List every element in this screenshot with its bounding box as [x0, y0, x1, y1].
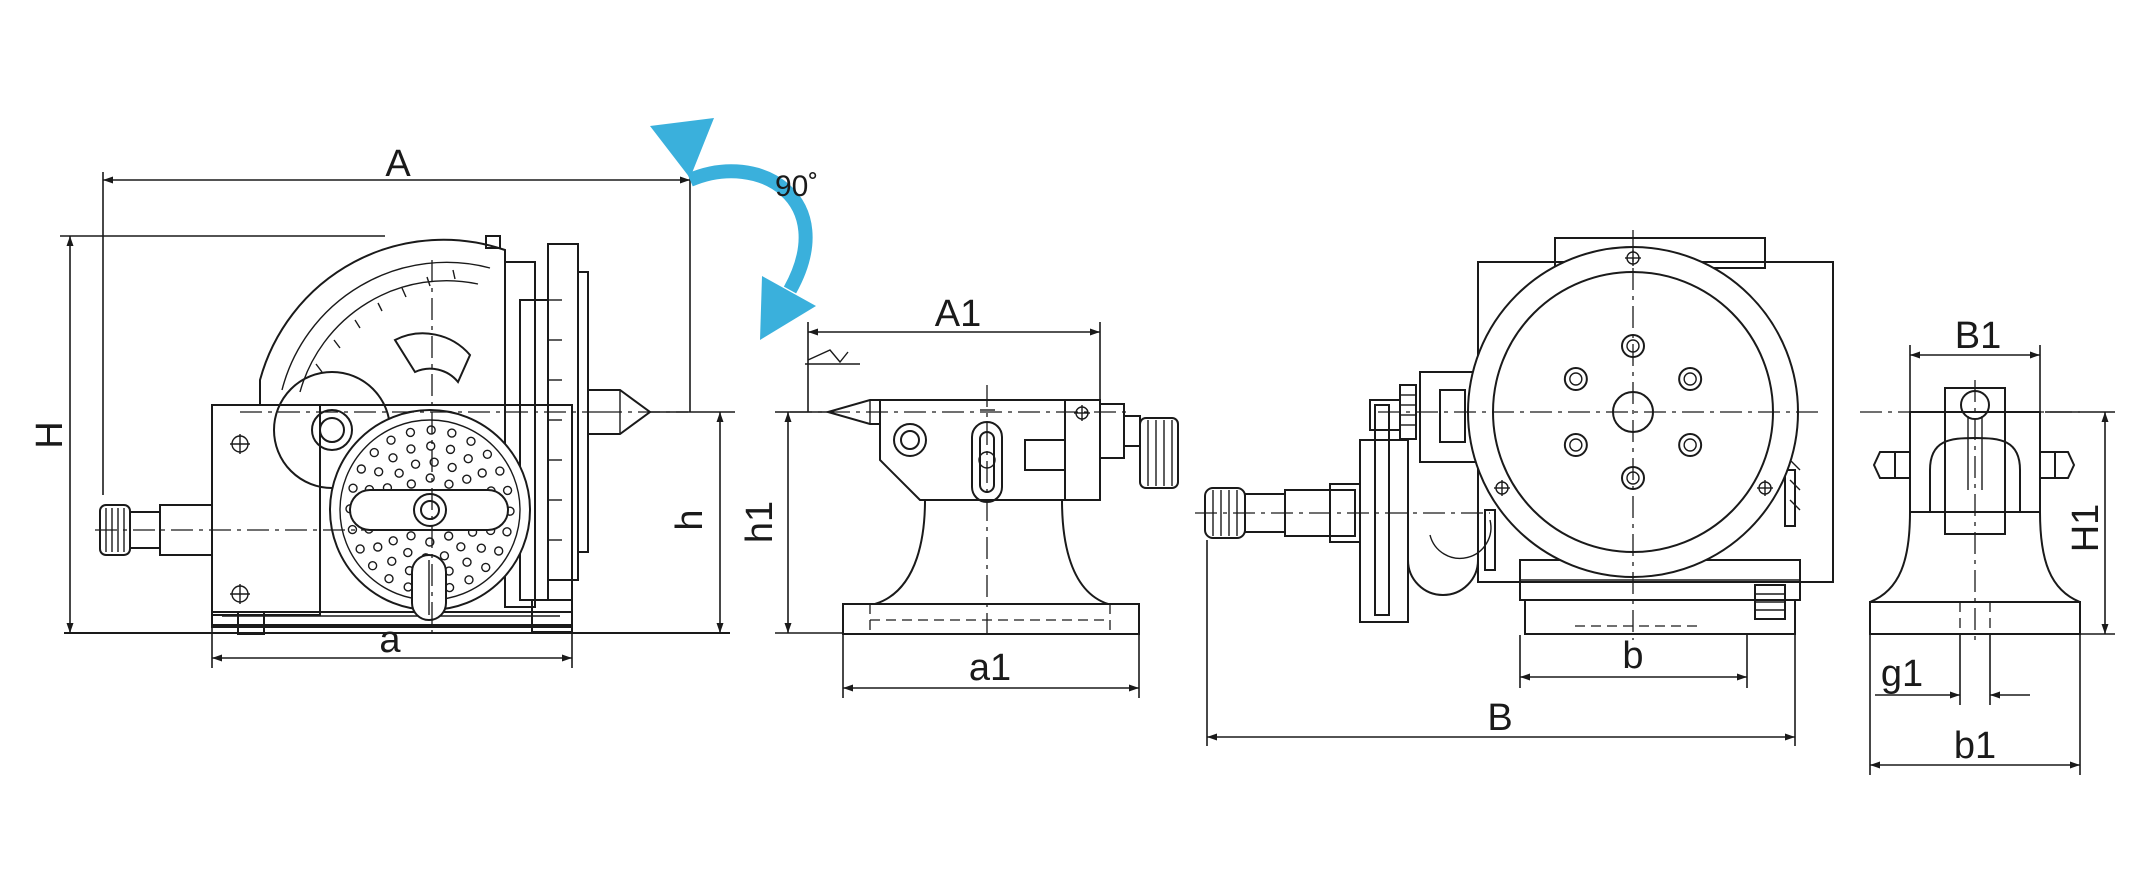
index-hole	[403, 547, 413, 558]
index-hole	[445, 444, 456, 455]
index-hole	[355, 544, 365, 554]
index-hole	[495, 466, 505, 476]
index-hole	[481, 562, 491, 573]
index-hole	[425, 537, 435, 547]
tailstock-side-view	[790, 349, 1179, 640]
tailstock-end-view	[1860, 380, 2081, 640]
index-hole	[410, 459, 421, 469]
face-plate-hole-inner	[1683, 438, 1697, 452]
rotation-arrow-90	[650, 118, 816, 340]
graduated-plate	[548, 299, 562, 541]
index-hole	[373, 467, 384, 477]
label-A1: A1	[935, 293, 981, 335]
index-hole	[406, 444, 416, 454]
index-hole	[443, 531, 454, 541]
index-hole	[482, 449, 493, 459]
index-hole	[348, 483, 358, 493]
dims-view4	[1869, 345, 2115, 775]
dims-view3	[1206, 540, 1796, 746]
face-plate-hole-inner	[1569, 372, 1583, 386]
index-hole	[477, 468, 487, 478]
dividing-head-end-view	[1195, 230, 1834, 640]
dividing-head-front-view	[64, 235, 730, 640]
index-hole	[447, 428, 457, 438]
index-hole	[425, 473, 435, 483]
index-hole	[429, 457, 439, 467]
label-B1: B1	[1955, 315, 2001, 357]
index-hole	[476, 543, 487, 553]
index-hole	[426, 441, 436, 451]
label-H: H	[29, 421, 71, 448]
index-hole	[394, 468, 404, 478]
label-a1: a1	[969, 647, 1011, 689]
face-plate-hole	[1563, 367, 1588, 391]
index-hole	[439, 551, 450, 561]
index-hole	[464, 575, 474, 585]
label-h: h	[669, 509, 711, 530]
label-B: B	[1487, 697, 1512, 739]
index-hole	[387, 556, 397, 567]
label-H1: H1	[2065, 504, 2107, 553]
face-plate-hole-inner	[1569, 438, 1583, 452]
index-hole	[369, 447, 379, 458]
label-A: A	[385, 143, 411, 185]
label-angle: 90˚	[775, 170, 818, 203]
index-hole	[462, 557, 472, 567]
index-hole	[388, 453, 398, 463]
index-hole	[347, 524, 358, 535]
index-hole	[386, 435, 396, 445]
index-hole	[406, 479, 417, 489]
index-hole	[462, 474, 472, 484]
face-plate-hole	[1678, 433, 1703, 457]
index-hole	[444, 479, 454, 489]
index-hole	[456, 542, 466, 552]
label-h1: h1	[739, 501, 781, 543]
label-b: b	[1622, 635, 1643, 677]
face-plate-holes	[1563, 334, 1703, 490]
tailstock-knob	[1139, 417, 1179, 489]
face-plate-hole	[1563, 433, 1588, 457]
index-hole	[502, 485, 513, 496]
index-hole	[406, 531, 416, 541]
index-hole	[502, 527, 512, 537]
index-hole	[384, 573, 394, 584]
face-plate-hole	[1678, 367, 1703, 391]
dims-view2	[775, 322, 1140, 698]
label-b1: b1	[1954, 725, 1996, 767]
index-hole	[426, 425, 436, 435]
index-hole	[388, 536, 398, 546]
index-hole	[493, 546, 504, 556]
face-plate-hole-inner	[1683, 372, 1697, 386]
index-hole	[356, 464, 367, 474]
dims-view1	[60, 172, 735, 668]
index-hole	[373, 542, 383, 552]
index-hole	[405, 427, 416, 438]
index-hole	[367, 561, 378, 571]
index-hole	[447, 462, 457, 473]
label-g1: g1	[1881, 653, 1923, 695]
label-a: a	[379, 619, 401, 661]
index-hole	[466, 436, 476, 447]
degree-scale	[315, 269, 456, 373]
index-hole	[463, 453, 473, 464]
